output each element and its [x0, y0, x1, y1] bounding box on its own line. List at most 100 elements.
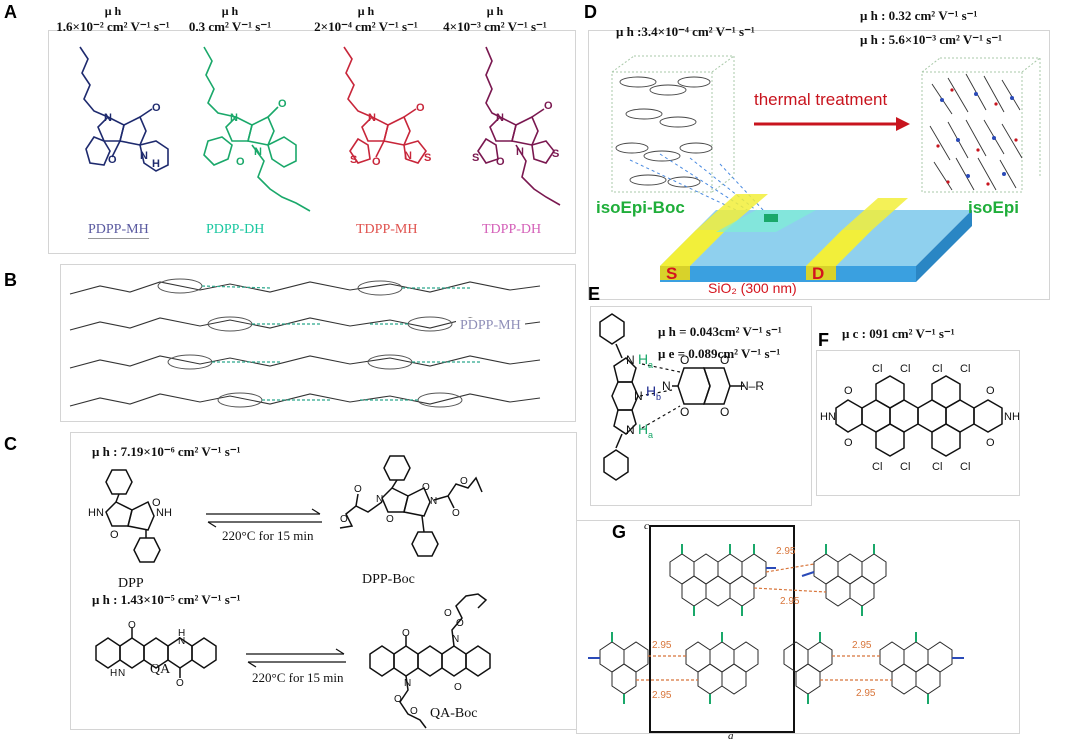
svg-text:O: O	[456, 618, 464, 629]
mobility-tdpp-mh: μ h 2×10⁻⁴ cm² V⁻¹ s⁻¹	[296, 4, 436, 35]
name-pdpp-mh: PDPP-MH	[88, 222, 149, 239]
svg-text:O: O	[394, 694, 402, 705]
condition-1: 220°C for 15 min	[222, 528, 314, 543]
svg-text:N: N	[140, 150, 148, 162]
mobility-qa: μ h : 1.43×10⁻⁵ cm² V⁻¹ s⁻¹	[92, 592, 241, 607]
atom-o: O	[844, 385, 853, 397]
mobility-value: 4×10⁻³ cm² V⁻¹ s⁻¹	[443, 19, 547, 34]
atom-ha-top-sub: a	[648, 360, 653, 370]
atom-n: N	[634, 389, 643, 403]
svg-text:N: N	[118, 668, 125, 679]
panel-label-f: F	[818, 330, 829, 350]
atom-o: O	[680, 405, 689, 419]
equilibrium-arrow-1	[206, 508, 322, 528]
drain-label: D	[812, 264, 825, 283]
molecule-e-complex: N N N N N–R O O O O H a H a H b	[599, 313, 764, 481]
svg-text:S: S	[552, 148, 559, 160]
atom-o: O	[680, 353, 689, 367]
atom-cl: Cl	[900, 363, 910, 375]
svg-text:O: O	[354, 484, 362, 495]
svg-text:O: O	[410, 706, 418, 717]
svg-text:O: O	[452, 508, 460, 519]
panel-label-g: G	[612, 522, 627, 542]
mobility-value: 2×10⁻⁴ cm² V⁻¹ s⁻¹	[314, 19, 418, 34]
svg-text:O: O	[386, 514, 394, 525]
atom-cl: Cl	[872, 461, 882, 473]
panel-label-a: A	[4, 2, 17, 22]
atom-hn: HN	[820, 411, 836, 423]
atom-cl: Cl	[932, 461, 942, 473]
svg-text:O: O	[454, 682, 462, 693]
name-isoepi: isoEpi	[968, 198, 1020, 217]
thermal-treatment-text: thermal treatment	[754, 90, 888, 109]
panel-label-b: B	[4, 270, 17, 290]
thermal-arrow	[754, 117, 910, 131]
crystal-packing-b	[69, 278, 541, 408]
atom-o: O	[110, 529, 119, 541]
crystal-packing-g: 2.95 2.95 2.95 2.95 2.95 2.95	[588, 525, 964, 733]
atom-ha-bot-sub: a	[648, 430, 653, 440]
svg-text:O: O	[152, 102, 161, 114]
distance-label: 2.95	[652, 640, 672, 651]
atom-nr: N–R	[740, 379, 764, 393]
svg-text:O: O	[544, 100, 553, 112]
atom-o: O	[720, 353, 729, 367]
atom-nh: NH	[1004, 411, 1020, 423]
atom-ha-top: H	[638, 351, 648, 367]
distance-label: 2.95	[776, 546, 796, 557]
name-tdpp-mh: TDPP-MH	[356, 222, 418, 237]
atom-hb: H	[646, 383, 656, 399]
molecule-dpp: HN NH O O	[88, 469, 172, 563]
name-pdpp-dh: PDPP-DH	[206, 222, 265, 237]
name-dpp: DPP	[118, 576, 144, 591]
mobility-tdpp-dh: μ h 4×10⁻³ cm² V⁻¹ s⁻¹	[420, 4, 570, 35]
svg-text:N: N	[430, 496, 437, 507]
condition-2: 220°C for 15 min	[252, 670, 344, 685]
svg-text:O: O	[340, 514, 348, 525]
atom-o: O	[720, 405, 729, 419]
atom-cl: Cl	[900, 461, 910, 473]
mobility-symbol: μ h	[486, 4, 504, 18]
svg-text:N: N	[404, 150, 412, 162]
atom-o: O	[152, 497, 161, 509]
svg-text:N: N	[516, 146, 524, 158]
atom-cl: Cl	[960, 363, 970, 375]
svg-text:N: N	[376, 494, 383, 505]
distance-label: 2.95	[780, 596, 800, 607]
atom-hn: HN	[88, 507, 104, 519]
distance-label: 2.95	[652, 690, 672, 701]
mobility-e-hole: μ h = 0.043cm² V⁻¹ s⁻¹	[658, 324, 782, 339]
substrate-label: SiO₂ (300 nm)	[708, 280, 797, 296]
svg-text:N: N	[254, 146, 262, 158]
panel-c	[70, 432, 577, 730]
crystal-isoepi	[921, 57, 1041, 193]
panel-label-d: D	[584, 2, 597, 22]
name-tdpp-dh: TDPP-DH	[482, 222, 542, 237]
svg-text:O: O	[422, 482, 430, 493]
name-isoepi-boc: isoEpi-Boc	[596, 198, 685, 217]
svg-text:N: N	[230, 112, 238, 124]
mobility-isoepi-1: μ h : 0.32 cm² V⁻¹ s⁻¹	[860, 8, 978, 23]
atom-cl: Cl	[960, 461, 970, 473]
panel-a	[48, 30, 576, 254]
atom-n: N	[626, 423, 635, 437]
panel-label-e: E	[588, 284, 601, 304]
name-qa: QA	[150, 662, 171, 677]
transistor-device	[660, 194, 972, 282]
svg-text:O: O	[128, 620, 136, 631]
mobility-isoepi-boc: μ h :3.4×10⁻⁴ cm² V⁻¹ s⁻¹	[616, 24, 755, 39]
svg-text:O: O	[460, 476, 468, 487]
svg-text:O: O	[236, 156, 245, 168]
atom-cl: Cl	[932, 363, 942, 375]
tag-pdpp-mh: PDPP-MH	[456, 318, 525, 334]
svg-text:S: S	[472, 152, 479, 164]
mobility-symbol: μ h	[357, 4, 375, 18]
atom-cl: Cl	[872, 363, 882, 375]
mobility-symbol: μ h	[104, 4, 122, 18]
mobility-value: 1.6×10⁻² cm² V⁻¹ s⁻¹	[56, 19, 170, 34]
axis-c: c	[644, 520, 649, 532]
